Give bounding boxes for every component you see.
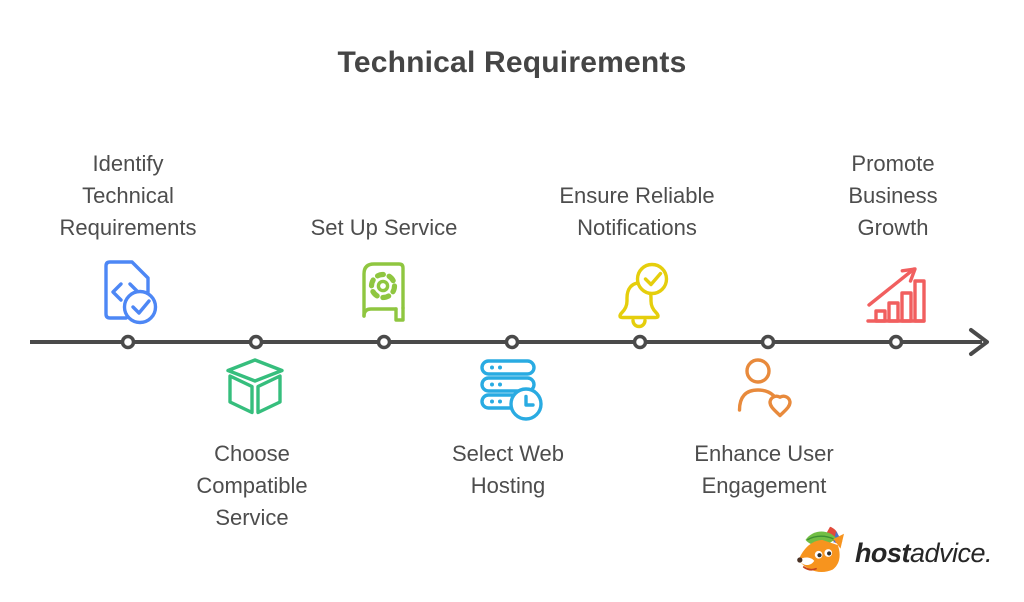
milestone-label: Choose Compatible Service [196,441,308,530]
timeline-node [120,334,136,350]
milestone-label: Promote Business Growth [848,151,938,240]
book-gear-icon [362,262,405,322]
milestone-label: Identify Technical Requirements [59,151,197,240]
timeline-node [760,334,776,350]
fox-mascot-icon [797,526,844,573]
server-clock-icon [480,359,543,421]
milestone-label: Enhance User Engagement [694,441,834,498]
brand-wordmark: hostadvice. [854,537,993,569]
timeline-node [248,334,264,350]
timeline-node [504,334,520,350]
brand-word-host: host [854,537,911,568]
timeline-node [888,334,904,350]
timeline-node [632,334,648,350]
milestone-label: Set Up Service [310,215,458,240]
person-heart-icon [737,358,792,418]
timeline-node [376,334,392,350]
milestone-label: Select Web Hosting [451,441,565,498]
page-title: Technical Requirements [337,46,687,79]
bar-chart-arrow-icon [866,267,926,323]
document-code-check-icon [104,260,158,325]
timeline-arrowhead-icon [969,328,989,356]
milestone-label: Ensure Reliable Notifications [559,183,715,240]
brand-word-advice: advice. [909,537,993,568]
bell-check-icon [618,262,669,329]
brand-logo: hostadvice. [795,524,993,582]
cube-icon [226,358,284,415]
